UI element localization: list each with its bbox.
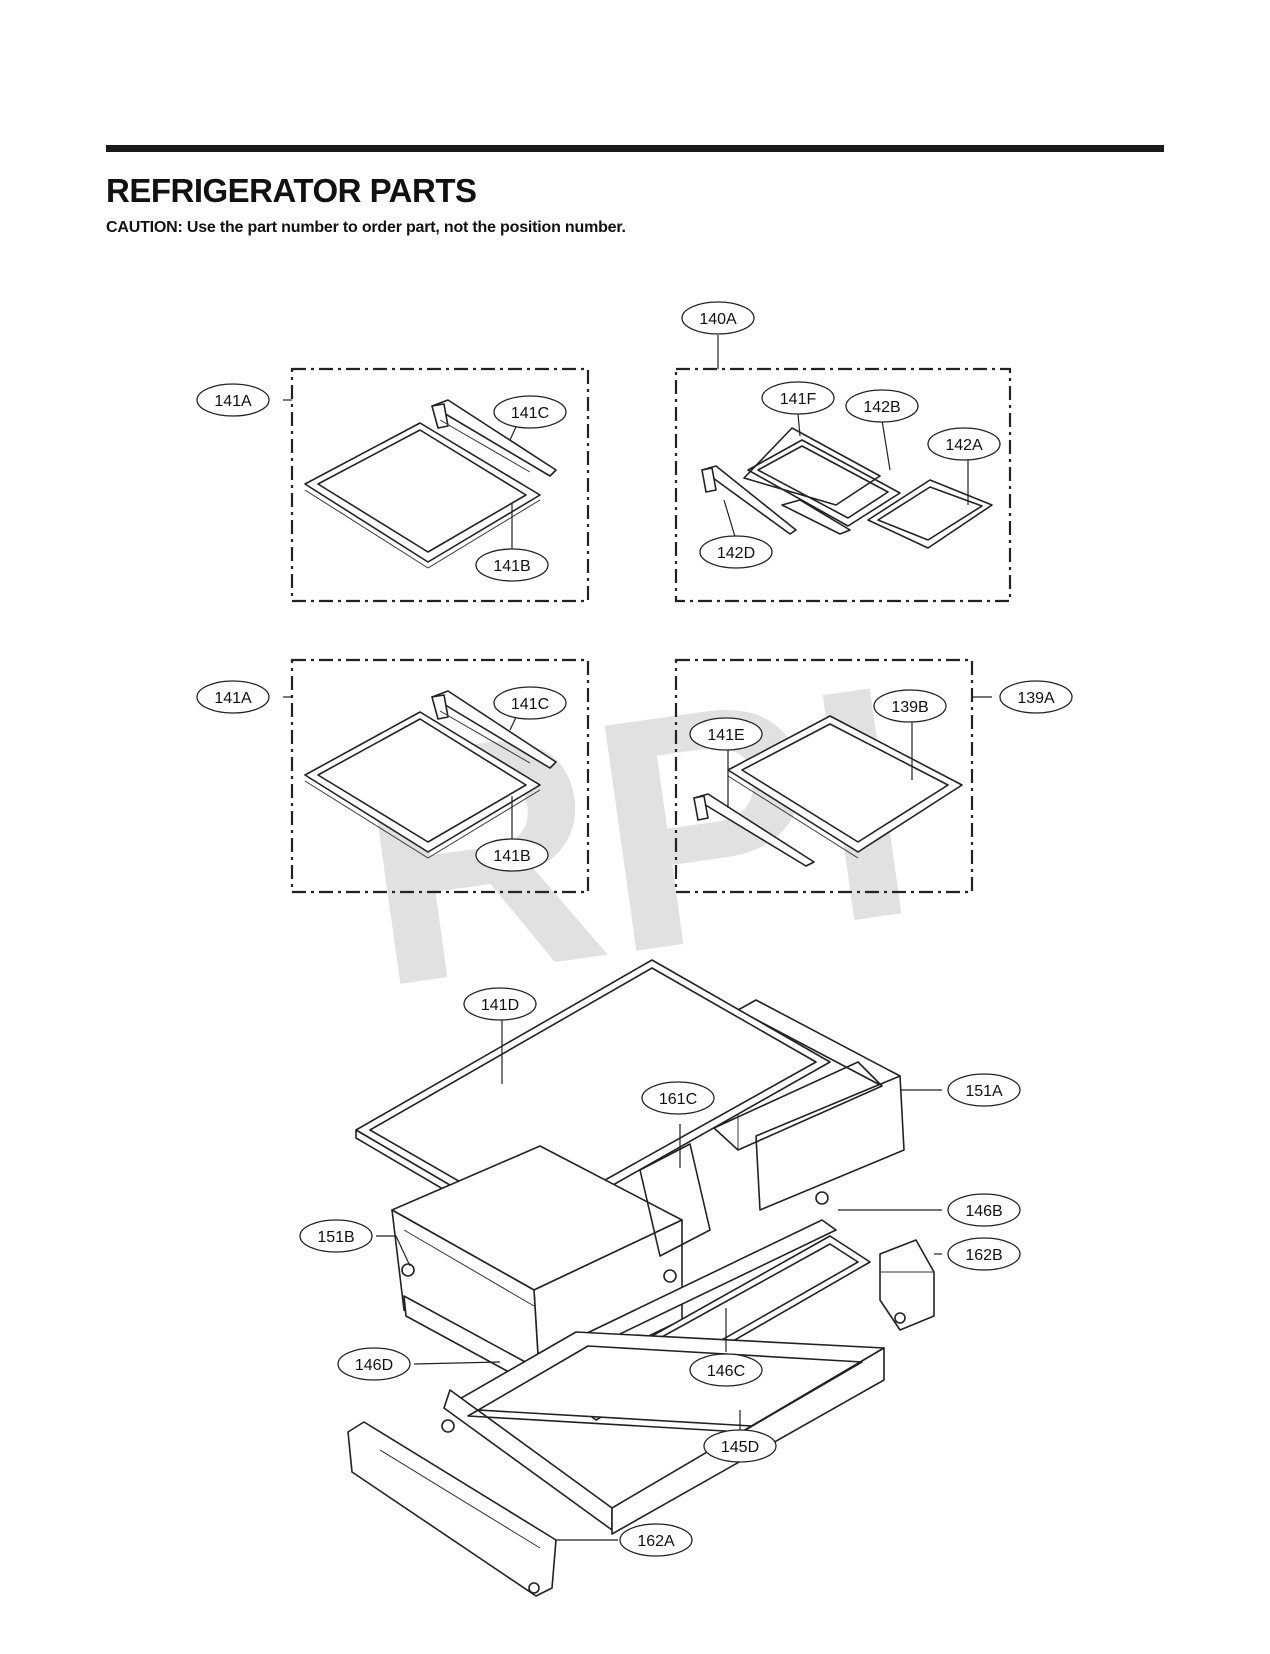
callout-139A: 139A: [999, 680, 1073, 714]
callout-141B-top: 141B: [475, 548, 549, 582]
callout-label: 146D: [355, 1357, 393, 1374]
frame-140A: [674, 367, 1012, 603]
callout-146B: 146B: [947, 1193, 1021, 1227]
callout-141A-top: 141A: [196, 383, 270, 417]
callout-162A: 162A: [619, 1523, 693, 1557]
callout-label: 145D: [721, 1439, 759, 1456]
callout-141C-top: 141C: [493, 395, 567, 429]
callout-label: 142A: [945, 437, 983, 454]
frame-141A-mid: [290, 658, 590, 894]
callout-label: 161C: [659, 1091, 697, 1108]
bracket-141C-mid: [431, 690, 557, 769]
callout-141E: 141E: [689, 717, 763, 751]
bracket-162B: [879, 1239, 935, 1331]
callout-146D: 146D: [337, 1347, 411, 1381]
rail-141E: [693, 793, 815, 867]
shelf-139B: [727, 715, 963, 859]
callout-145D: 145D: [703, 1429, 777, 1463]
callout-142A: 142A: [927, 427, 1001, 461]
shelf-141B-top: [304, 422, 541, 569]
shelf-141B-mid: [304, 711, 541, 859]
callout-label: 151A: [965, 1083, 1003, 1100]
callout-label: 142B: [863, 399, 900, 416]
callout-141F: 141F: [761, 381, 835, 415]
bracket-162A: [347, 1421, 557, 1597]
callout-142B: 142B: [845, 389, 919, 423]
leader-lines: [283, 335, 992, 1541]
callout-141B-mid: 141B: [475, 838, 549, 872]
callout-label: 141E: [707, 727, 744, 744]
callout-162B: 162B: [947, 1237, 1021, 1271]
callout-label: 141D: [481, 997, 519, 1014]
frame-141A-top: [290, 367, 590, 603]
callout-label: 139A: [1017, 690, 1055, 707]
frame-142B: [747, 439, 901, 527]
callout-label: 141C: [511, 696, 549, 713]
callout-161C: 161C: [641, 1081, 715, 1115]
callout-label: 146B: [965, 1203, 1002, 1220]
caution-note: CAUTION: Use the part number to order pa…: [106, 219, 626, 236]
callout-141D: 141D: [463, 987, 537, 1021]
callout-label: 141A: [214, 690, 252, 707]
callout-label: 141C: [511, 405, 549, 422]
callout-142D: 142D: [699, 535, 773, 569]
top-rule: [106, 145, 1164, 152]
divider-161C: [639, 1143, 711, 1257]
bracket-141C-top: [431, 399, 557, 477]
callout-141C-mid: 141C: [493, 686, 567, 720]
callout-label: 142D: [717, 545, 755, 562]
callout-label: 162A: [637, 1533, 675, 1550]
callout-151B: 151B: [299, 1219, 373, 1253]
callout-label: 146C: [707, 1363, 745, 1380]
drawer-151A: [713, 999, 905, 1211]
callout-label: 140A: [699, 311, 737, 328]
callout-label: 141F: [780, 391, 817, 408]
callout-146C: 146C: [689, 1353, 763, 1387]
rail-142D: [701, 465, 851, 535]
callout-label: 141B: [493, 848, 530, 865]
callout-140A: 140A: [681, 301, 755, 335]
callout-151A: 151A: [947, 1073, 1021, 1107]
callout-label: 139B: [891, 699, 928, 716]
callout-139B: 139B: [873, 689, 947, 723]
page-title: REFRIGERATOR PARTS: [106, 172, 477, 209]
frame-141F: [743, 427, 881, 506]
callout-label: 141A: [214, 393, 252, 410]
callout-label: 162B: [965, 1247, 1002, 1264]
shelf-142A: [867, 479, 993, 549]
callout-label: 151B: [317, 1229, 354, 1246]
callout-141A-mid: 141A: [196, 680, 270, 714]
frame-139A: [674, 658, 974, 894]
callout-label: 141B: [493, 558, 530, 575]
